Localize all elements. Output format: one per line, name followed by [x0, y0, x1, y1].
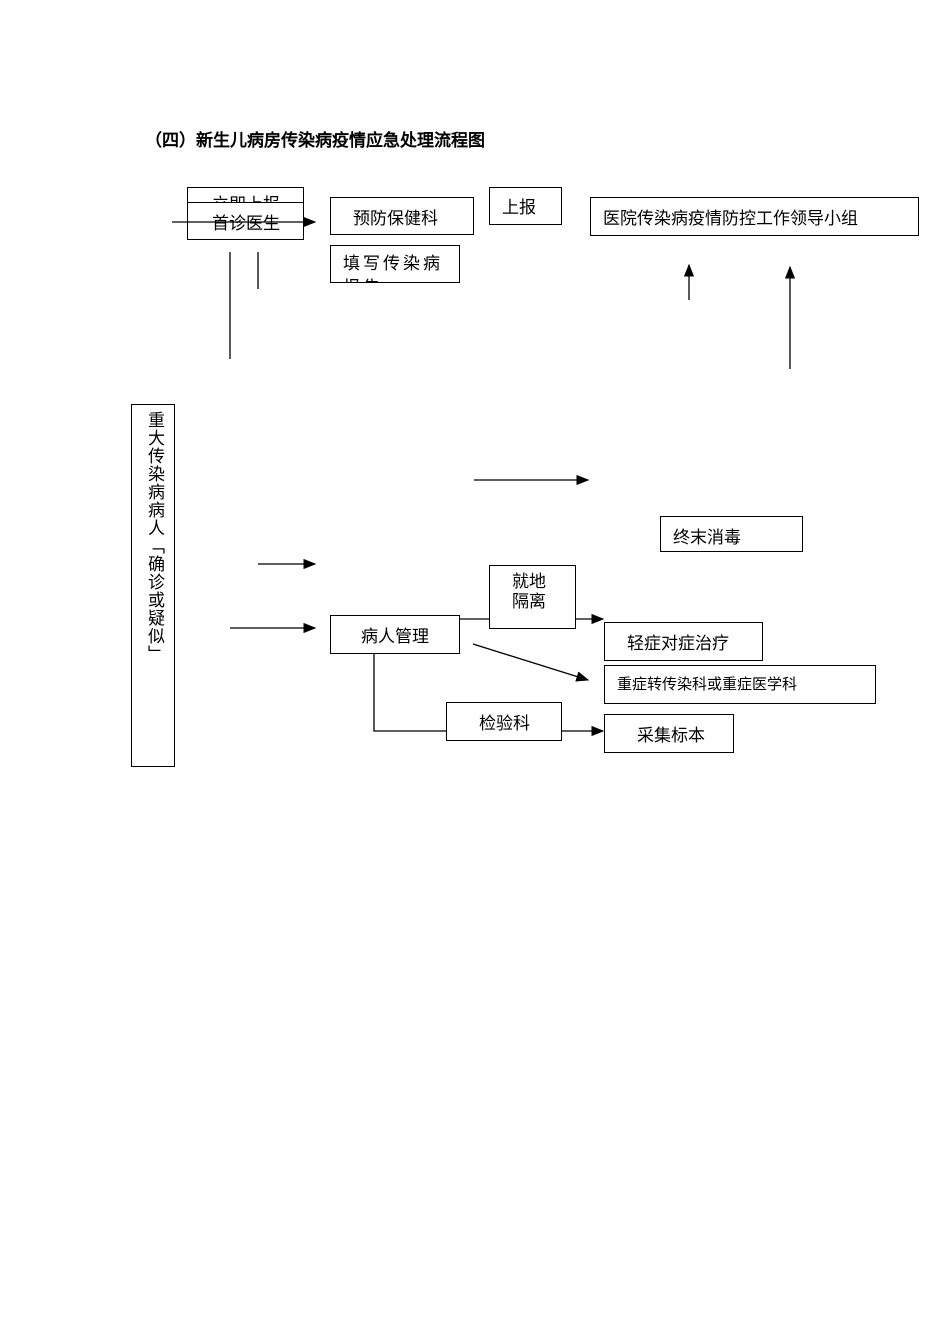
local-isolation-label: 就地隔离 [512, 572, 546, 612]
collect-specimen-box: 采集标本 [604, 714, 734, 753]
collect-specimen-label: 采集标本 [637, 726, 705, 746]
severe-transfer-box: 重症转传染科或重症医学科 [604, 665, 876, 704]
terminal-disinfection-label: 终末消毒 [673, 528, 741, 548]
severe-transfer-label: 重症转传染科或重症医学科 [617, 675, 798, 693]
lab-box: 检验科 [446, 702, 562, 741]
fill-report-label: 填写传染病报告 [343, 254, 443, 282]
mild-treatment-box: 轻症对症治疗 [604, 622, 763, 661]
leading-group-label: 医院传染病疫情防控工作领导小组 [603, 209, 858, 229]
patient-management-label: 病人管理 [361, 627, 429, 647]
prevention-dept-box: 预防保健科 [330, 197, 474, 235]
first-doctor-box: 首诊医生 [187, 202, 304, 240]
arrow-doctor-to-prevention [172, 216, 317, 228]
mild-treatment-label: 轻症对症治疗 [627, 634, 729, 654]
terminal-disinfection-box: 终末消毒 [660, 516, 803, 552]
local-isolation-box: 就地隔离 [489, 565, 576, 629]
lab-label: 检验科 [479, 714, 530, 734]
patient-management-box: 病人管理 [330, 615, 460, 654]
patient-box: 重大传染病病人「确诊或疑似」 [131, 404, 175, 767]
report-label: 上报 [502, 198, 536, 218]
page-title: （四）新生儿病房传染病疫情应急处理流程图 [145, 131, 485, 151]
arrow-severe [472, 643, 590, 682]
immediate-report-label: 立即上报 [212, 190, 280, 202]
report-box: 上报 [489, 187, 562, 225]
patient-label: 重大传染病病人「确诊或疑似」 [144, 411, 164, 663]
line-to-lab [373, 654, 446, 732]
leading-group-box: 医院传染病疫情防控工作领导小组 [590, 197, 919, 236]
prevention-dept-label: 预防保健科 [353, 209, 438, 229]
fill-report-box: 填写传染病报告 [330, 245, 460, 283]
first-doctor-label: 首诊医生 [212, 214, 280, 234]
